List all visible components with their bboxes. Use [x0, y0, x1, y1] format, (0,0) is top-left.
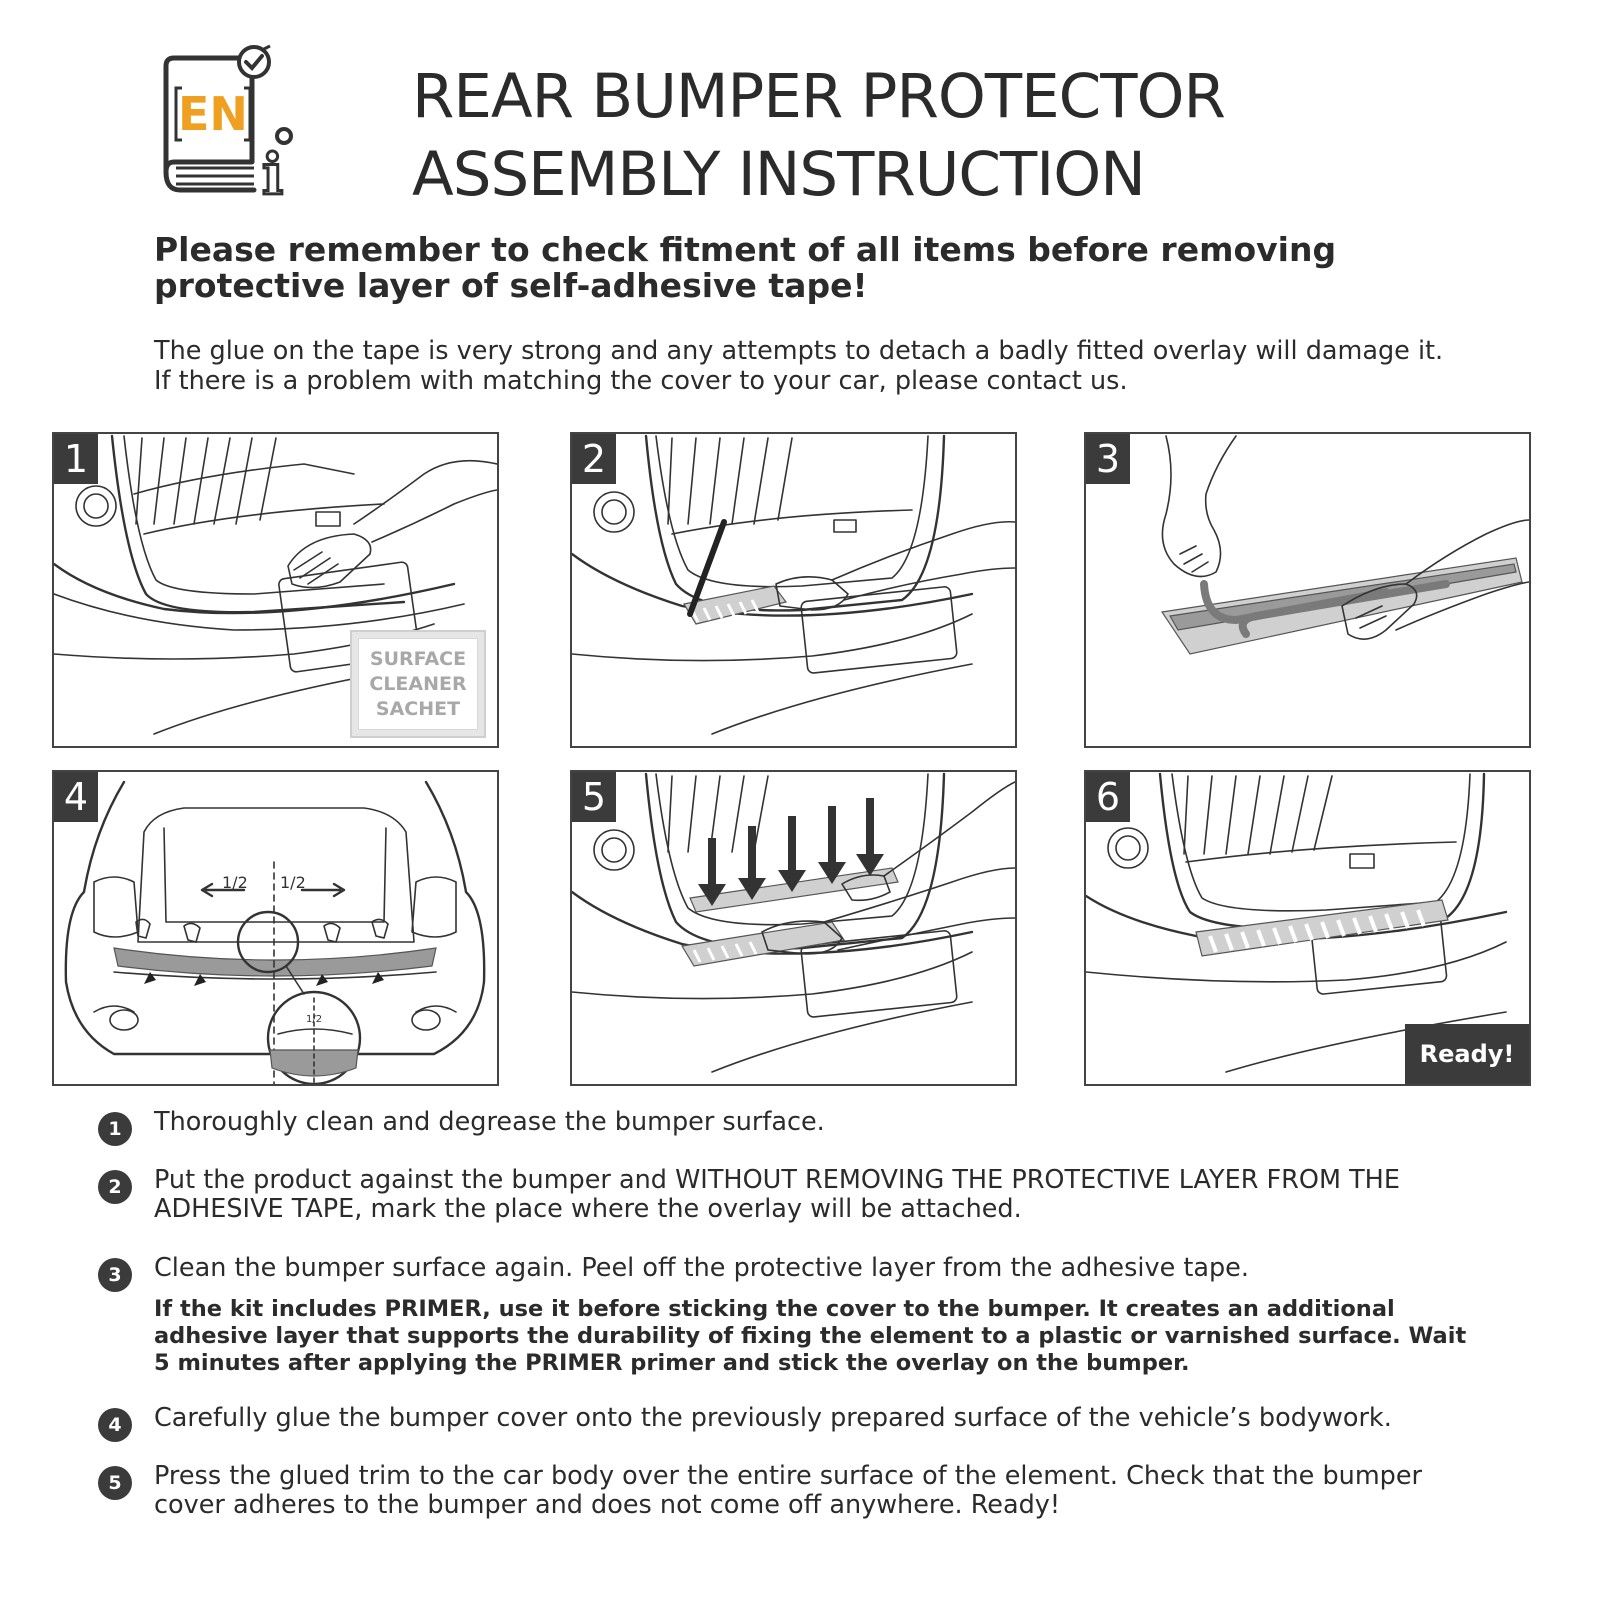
step-text: Carefully glue the bumper cover onto the… [154, 1403, 1392, 1433]
title-line-2: ASSEMBLY INSTRUCTION [412, 139, 1146, 210]
step-illustration-3: 3 [1084, 432, 1531, 748]
step-illustration-4: 1/2 1/2 1/2 4 [52, 770, 499, 1086]
step-illustration-5: 5 [570, 770, 1017, 1086]
step-text: Put the product against the bumper and W… [154, 1165, 1400, 1224]
step-text: Thoroughly clean and degrease the bumper… [154, 1107, 825, 1137]
step-illustration-6: 6 Ready! [1084, 770, 1531, 1086]
book-info-icon: EN i [163, 44, 293, 210]
panel-number: 3 [1086, 434, 1130, 484]
step-illustration-1: 1 SURFACE CLEANER SACHET [52, 432, 499, 748]
half-left-label: 1/2 [222, 873, 248, 892]
panel-number: 5 [572, 772, 616, 822]
peeling-tape-illustration [1160, 435, 1529, 655]
finished-bumper-illustration [1086, 772, 1508, 1073]
pressing-overlay-illustration [572, 772, 1015, 1073]
step-text: Clean the bumper surface again. Peel off… [154, 1253, 1249, 1283]
intro-line-1: The glue on the tape is very strong and … [154, 336, 1444, 366]
marking-position-illustration [572, 434, 1015, 735]
step-number-badge: 1 [98, 1112, 132, 1146]
half-right-label: 1/2 [280, 873, 306, 892]
centering-overlay-illustration: 1/2 1/2 1/2 [64, 780, 486, 1084]
logo-en-text: EN [178, 87, 248, 141]
panel-number: 4 [54, 772, 98, 822]
ready-badge: Ready! [1405, 1024, 1529, 1084]
title-line-1: REAR BUMPER PROTECTOR [412, 61, 1226, 132]
logo-info-glyph: i [262, 142, 283, 204]
zoom-half-label: 1/2 [306, 1014, 322, 1025]
panel-number: 2 [572, 434, 616, 484]
panel-number: 6 [1086, 772, 1130, 822]
page-title: REAR BUMPER PROTECTOR ASSEMBLY INSTRUCTI… [412, 58, 1226, 214]
manual-logo: EN i [150, 44, 310, 210]
intro-text: The glue on the tape is very strong and … [154, 336, 1494, 396]
step-number-badge: 5 [98, 1466, 132, 1500]
step-illustration-2: 2 [570, 432, 1017, 748]
step-number-badge: 3 [98, 1258, 132, 1292]
primer-note: If the kit includes PRIMER, use it befor… [154, 1296, 1467, 1376]
intro-line-2: If there is a problem with matching the … [154, 366, 1128, 396]
surface-cleaner-sachet: SURFACE CLEANER SACHET [350, 630, 486, 738]
panel-number: 1 [54, 434, 98, 484]
sachet-label: SURFACE CLEANER SACHET [369, 647, 467, 720]
fitment-warning: Please remember to check fitment of all … [154, 230, 1337, 305]
step-number-badge: 2 [98, 1170, 132, 1204]
step-number-badge: 4 [98, 1408, 132, 1442]
step-text: Press the glued trim to the car body ove… [154, 1461, 1423, 1520]
